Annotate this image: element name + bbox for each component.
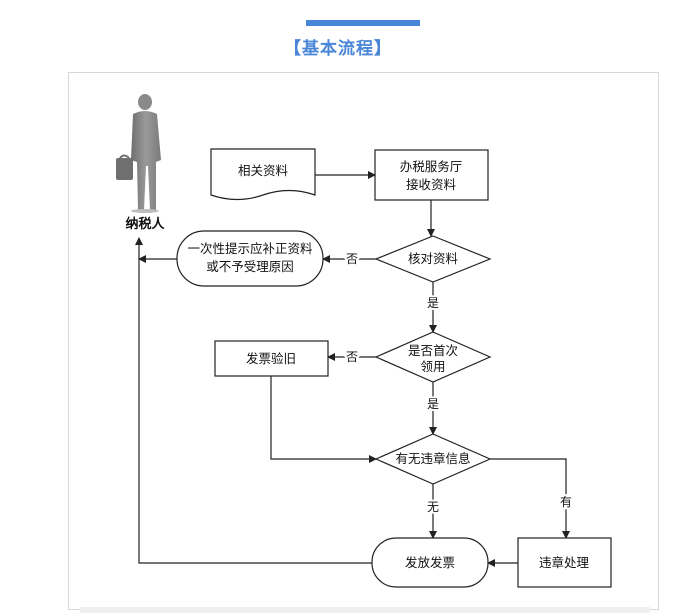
violation-info-label: 有无违章信息 (395, 451, 470, 466)
violation-none-label: 无 (427, 500, 439, 514)
edge-issue-to-taxpayer (135, 237, 372, 564)
first-no-label: 否 (346, 350, 358, 364)
tax-hall-label-1: 办税服务厅 (400, 159, 463, 174)
verify-docs-label: 核对资料 (408, 251, 459, 266)
notice-label-2: 或不予受理原因 (206, 259, 294, 274)
tax-hall-box (374, 149, 489, 201)
first-yes-label: 是 (427, 397, 439, 411)
diagram-panel (68, 72, 659, 610)
notice-label-1: 一次性提示应补正资料 (187, 241, 313, 256)
edge-invoice-check-to-violation (270, 376, 377, 463)
edge-violation-has (490, 458, 570, 539)
tax-hall-label-2: 接收资料 (406, 177, 457, 192)
related-docs-shape (210, 148, 316, 201)
violation-handle-label: 违章处理 (539, 555, 590, 570)
taxpayer-figure-icon (116, 94, 161, 213)
accent-bar (306, 20, 420, 26)
first-time-label-2: 领用 (420, 359, 445, 374)
verify-no-label: 否 (346, 252, 358, 266)
panel-shadow (80, 607, 650, 613)
first-time-label-1: 是否首次 (408, 343, 458, 358)
invoice-check-box (214, 340, 329, 377)
invoice-check-label: 发票验旧 (246, 351, 296, 366)
page-title: 【基本流程】 (284, 39, 392, 59)
taxpayer-label: 纳税人 (125, 216, 165, 232)
violation-has-label: 有 (560, 495, 572, 509)
related-docs-label: 相关资料 (238, 163, 289, 178)
verify-yes-label: 是 (427, 296, 439, 310)
issue-invoice-label: 发放发票 (405, 555, 455, 570)
